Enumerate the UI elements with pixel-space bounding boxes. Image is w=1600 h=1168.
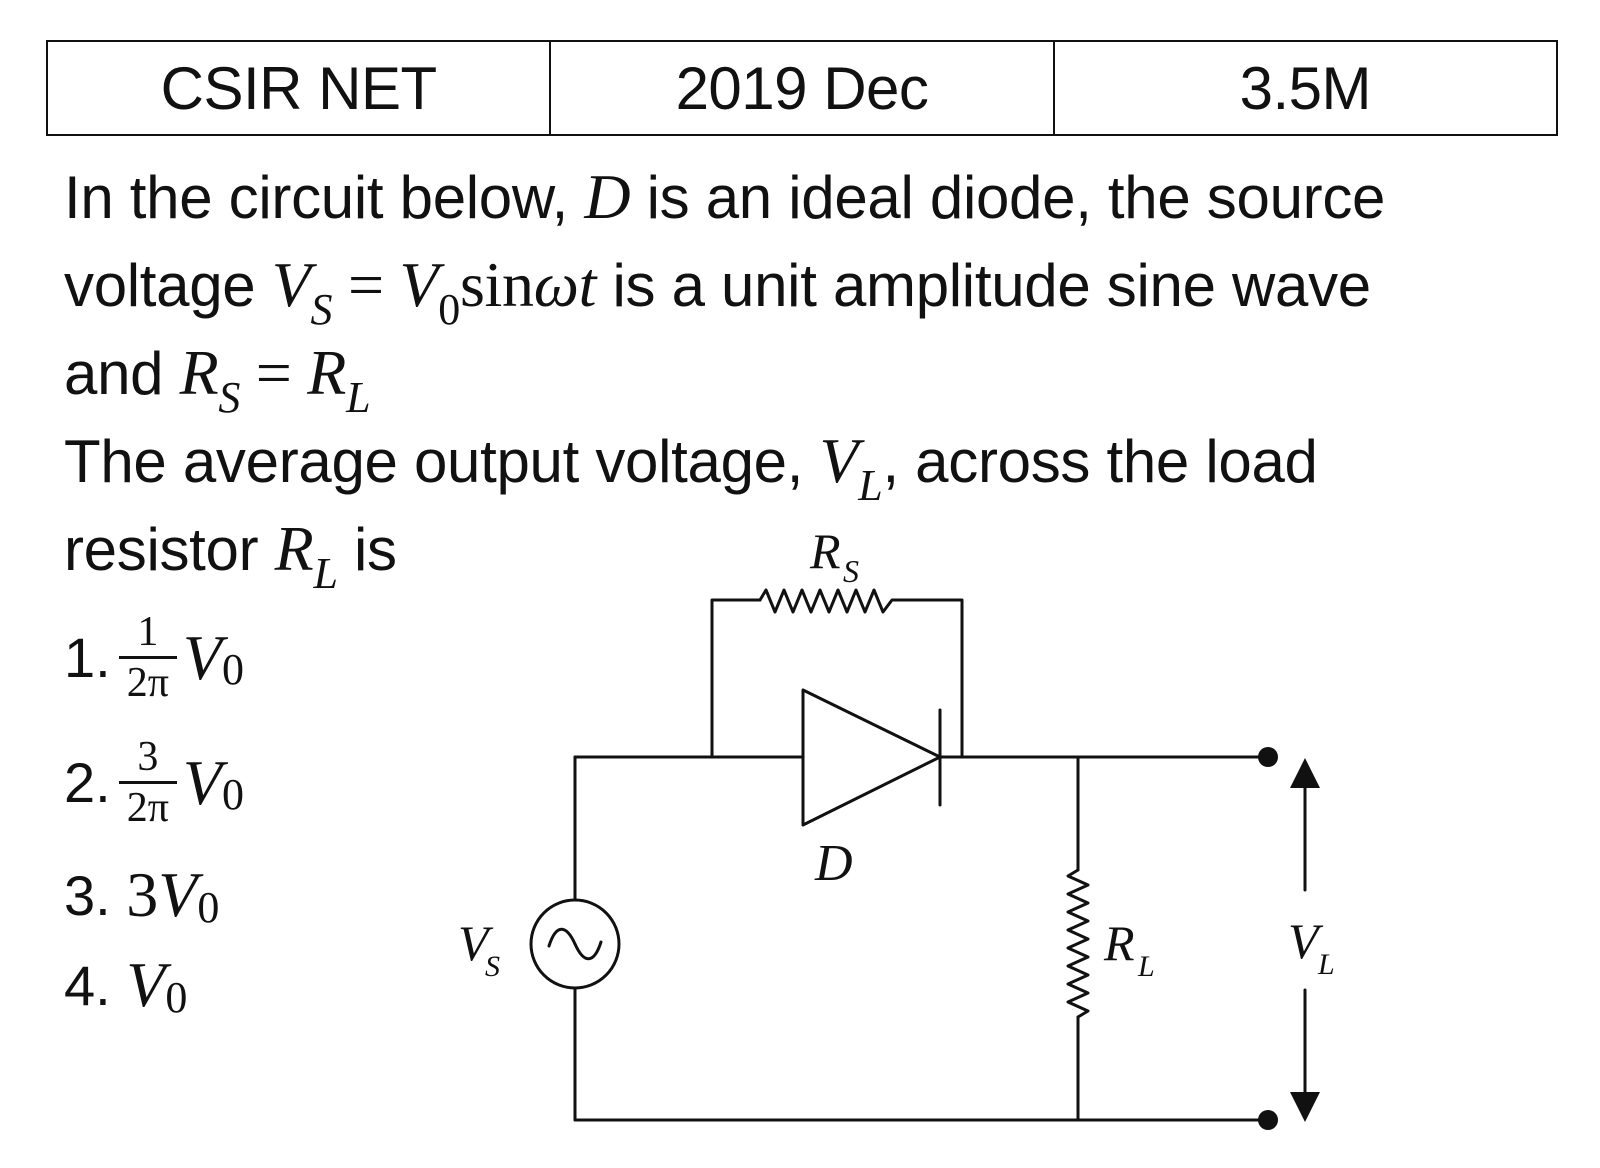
omega-t: ωt	[533, 249, 597, 320]
rl-resistor	[1066, 868, 1090, 1019]
subscript: S	[310, 285, 333, 334]
question-line-4: The average output voltage, VL, across t…	[64, 424, 1318, 510]
marks-cell: 3.5M	[1052, 40, 1559, 136]
equals-sign: =	[240, 337, 308, 408]
output-terminal-bottom	[1258, 1110, 1278, 1130]
diode-triangle	[801, 688, 942, 827]
rs-label-sub: S	[843, 553, 859, 589]
source-resistor-symbol: R	[179, 337, 219, 408]
question-line-5: resistor RL is	[64, 512, 397, 598]
rl-label-sub: L	[1137, 950, 1155, 983]
question-text: is an ideal diode, the source	[630, 164, 1386, 231]
option-number: 4.	[64, 953, 111, 1017]
exam-name-cell: CSIR NET	[45, 40, 552, 136]
amplitude-symbol: V	[399, 249, 439, 320]
rs-wire-right	[900, 598, 964, 757]
exam-session-cell: 2019 Dec	[549, 40, 1055, 136]
amplitude-symbol: V	[158, 859, 198, 930]
option-number: 1.	[64, 626, 111, 690]
subscript: L	[858, 461, 883, 510]
option-number: 2.	[64, 751, 111, 815]
question-text: , across the load	[882, 428, 1318, 495]
subscript: 0	[165, 972, 188, 1022]
source-label: V	[458, 915, 494, 971]
fraction-numerator: 1	[137, 609, 159, 655]
question-text: is a unit amplitude sine wave	[596, 252, 1371, 319]
source-voltage-symbol: V	[271, 249, 311, 320]
fraction-denominator: 2π	[118, 656, 177, 705]
load-resistor-symbol: R	[274, 513, 314, 584]
question-text: resistor	[64, 516, 275, 583]
diode-symbol: D	[584, 161, 631, 232]
fraction: 3 2π	[118, 734, 177, 830]
subscript: 0	[222, 770, 245, 820]
question-text: and	[64, 340, 180, 407]
question-text: The average output voltage,	[64, 428, 820, 495]
amplitude-symbol: V	[182, 621, 223, 693]
question-line-2: voltage VS = V0sinωt is a unit amplitude…	[64, 248, 1371, 334]
subscript: L	[346, 373, 371, 422]
fraction: 1 2π	[118, 609, 177, 705]
vl-label: V	[1288, 913, 1324, 969]
question-line-1: In the circuit below, D is an ideal diod…	[64, 160, 1385, 234]
amplitude-symbol: V	[126, 949, 166, 1020]
coefficient: 3	[126, 859, 159, 930]
vl-label-sub: L	[1317, 948, 1335, 981]
equals-sign: =	[332, 249, 400, 320]
fraction-numerator: 3	[137, 734, 159, 780]
amplitude-symbol: V	[182, 746, 223, 818]
option-number: 3.	[64, 863, 111, 927]
ac-source-wave	[547, 927, 603, 961]
rl-label: R	[1103, 915, 1135, 971]
rs-resistor	[758, 588, 904, 614]
rs-wire-left	[710, 598, 762, 757]
vl-arrow-down-head	[1290, 1092, 1320, 1122]
load-resistor-symbol: R	[307, 337, 347, 408]
question-text: is	[337, 516, 397, 583]
sine-function: sin	[459, 249, 534, 320]
question-header-table: CSIR NET 2019 Dec 3.5M	[45, 40, 1559, 136]
question-text: voltage	[64, 252, 272, 319]
fraction-denominator: 2π	[118, 781, 177, 830]
source-label-sub: S	[485, 950, 500, 983]
vl-arrow-up-head	[1290, 758, 1320, 788]
question-text: In the circuit below,	[64, 164, 585, 231]
output-voltage-symbol: V	[819, 425, 859, 496]
subscript: 0	[438, 285, 460, 334]
subscript: 0	[222, 645, 245, 695]
subscript: 0	[197, 882, 220, 932]
diode-label: D	[814, 835, 853, 892]
subscript: S	[218, 373, 241, 422]
output-terminal-top	[1258, 747, 1278, 767]
question-line-3: and RS = RL	[64, 336, 371, 422]
subscript: L	[313, 549, 338, 598]
rs-label: R	[809, 523, 841, 579]
